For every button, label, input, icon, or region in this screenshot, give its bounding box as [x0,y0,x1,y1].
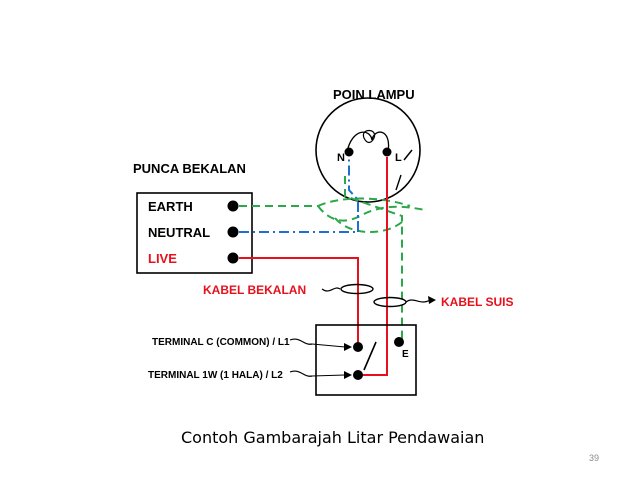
neutral-terminal [227,226,239,238]
lamp-n-label: N [337,152,345,164]
supply-cable-pointer [321,287,341,292]
lamp-title: POIN LAMPU [333,87,415,102]
filament-loop [362,129,376,144]
earth-terminal [227,200,239,212]
terminal-1w-label: TERMINAL 1W (1 HALA) / L2 [148,370,283,381]
terminal-1w-arrow-line [311,374,346,377]
switch-e-label: E [402,349,409,360]
switch-cable-pointer [405,299,431,303]
supply-title: PUNCA BEKALAN [133,161,246,176]
earth-wire [239,176,426,340]
supply-box [136,192,253,274]
switch-lever [363,341,377,371]
lamp-terminal-n [344,147,354,157]
filament-icon [346,131,390,153]
lamp-earth-tick [403,149,413,161]
switch-wire [360,157,388,376]
lamp-point-circle [315,97,421,203]
supply-cable-label: KABEL BEKALAN [203,283,306,297]
live-wire [239,257,359,345]
earth-label: EARTH [148,199,193,214]
switch-terminal-c [353,342,363,352]
neutral-label: NEUTRAL [148,225,210,240]
terminal-c-label: TERMINAL C (COMMON) / L1 [152,337,290,348]
terminal-c-pointer [289,338,313,345]
neutral-wire [239,157,359,233]
terminal-1w-pointer [289,370,313,377]
switch-box [315,324,417,396]
lamp-earth-tick-2 [395,174,402,191]
terminal-c-arrow-line [311,343,346,348]
switch-earth-terminal [394,337,404,347]
terminal-1w-arrowhead [344,371,352,379]
terminal-c-arrowhead [344,343,352,351]
switch-cable-sleeve [373,296,407,308]
switch-cable-arrowhead [428,296,436,304]
page-number: 39 [589,453,600,463]
slide-caption: Contoh Gambarajah Litar Pendawaian [181,428,485,447]
switch-terminal-1w [353,370,363,380]
lamp-terminal-l [382,147,392,157]
lamp-l-label: L [395,152,402,164]
switch-cable-label: KABEL SUIS [441,295,513,309]
live-terminal [227,252,239,264]
live-label: LIVE [148,251,177,266]
supply-cable-sleeve [340,283,374,295]
earth-wire-loop [334,217,403,234]
